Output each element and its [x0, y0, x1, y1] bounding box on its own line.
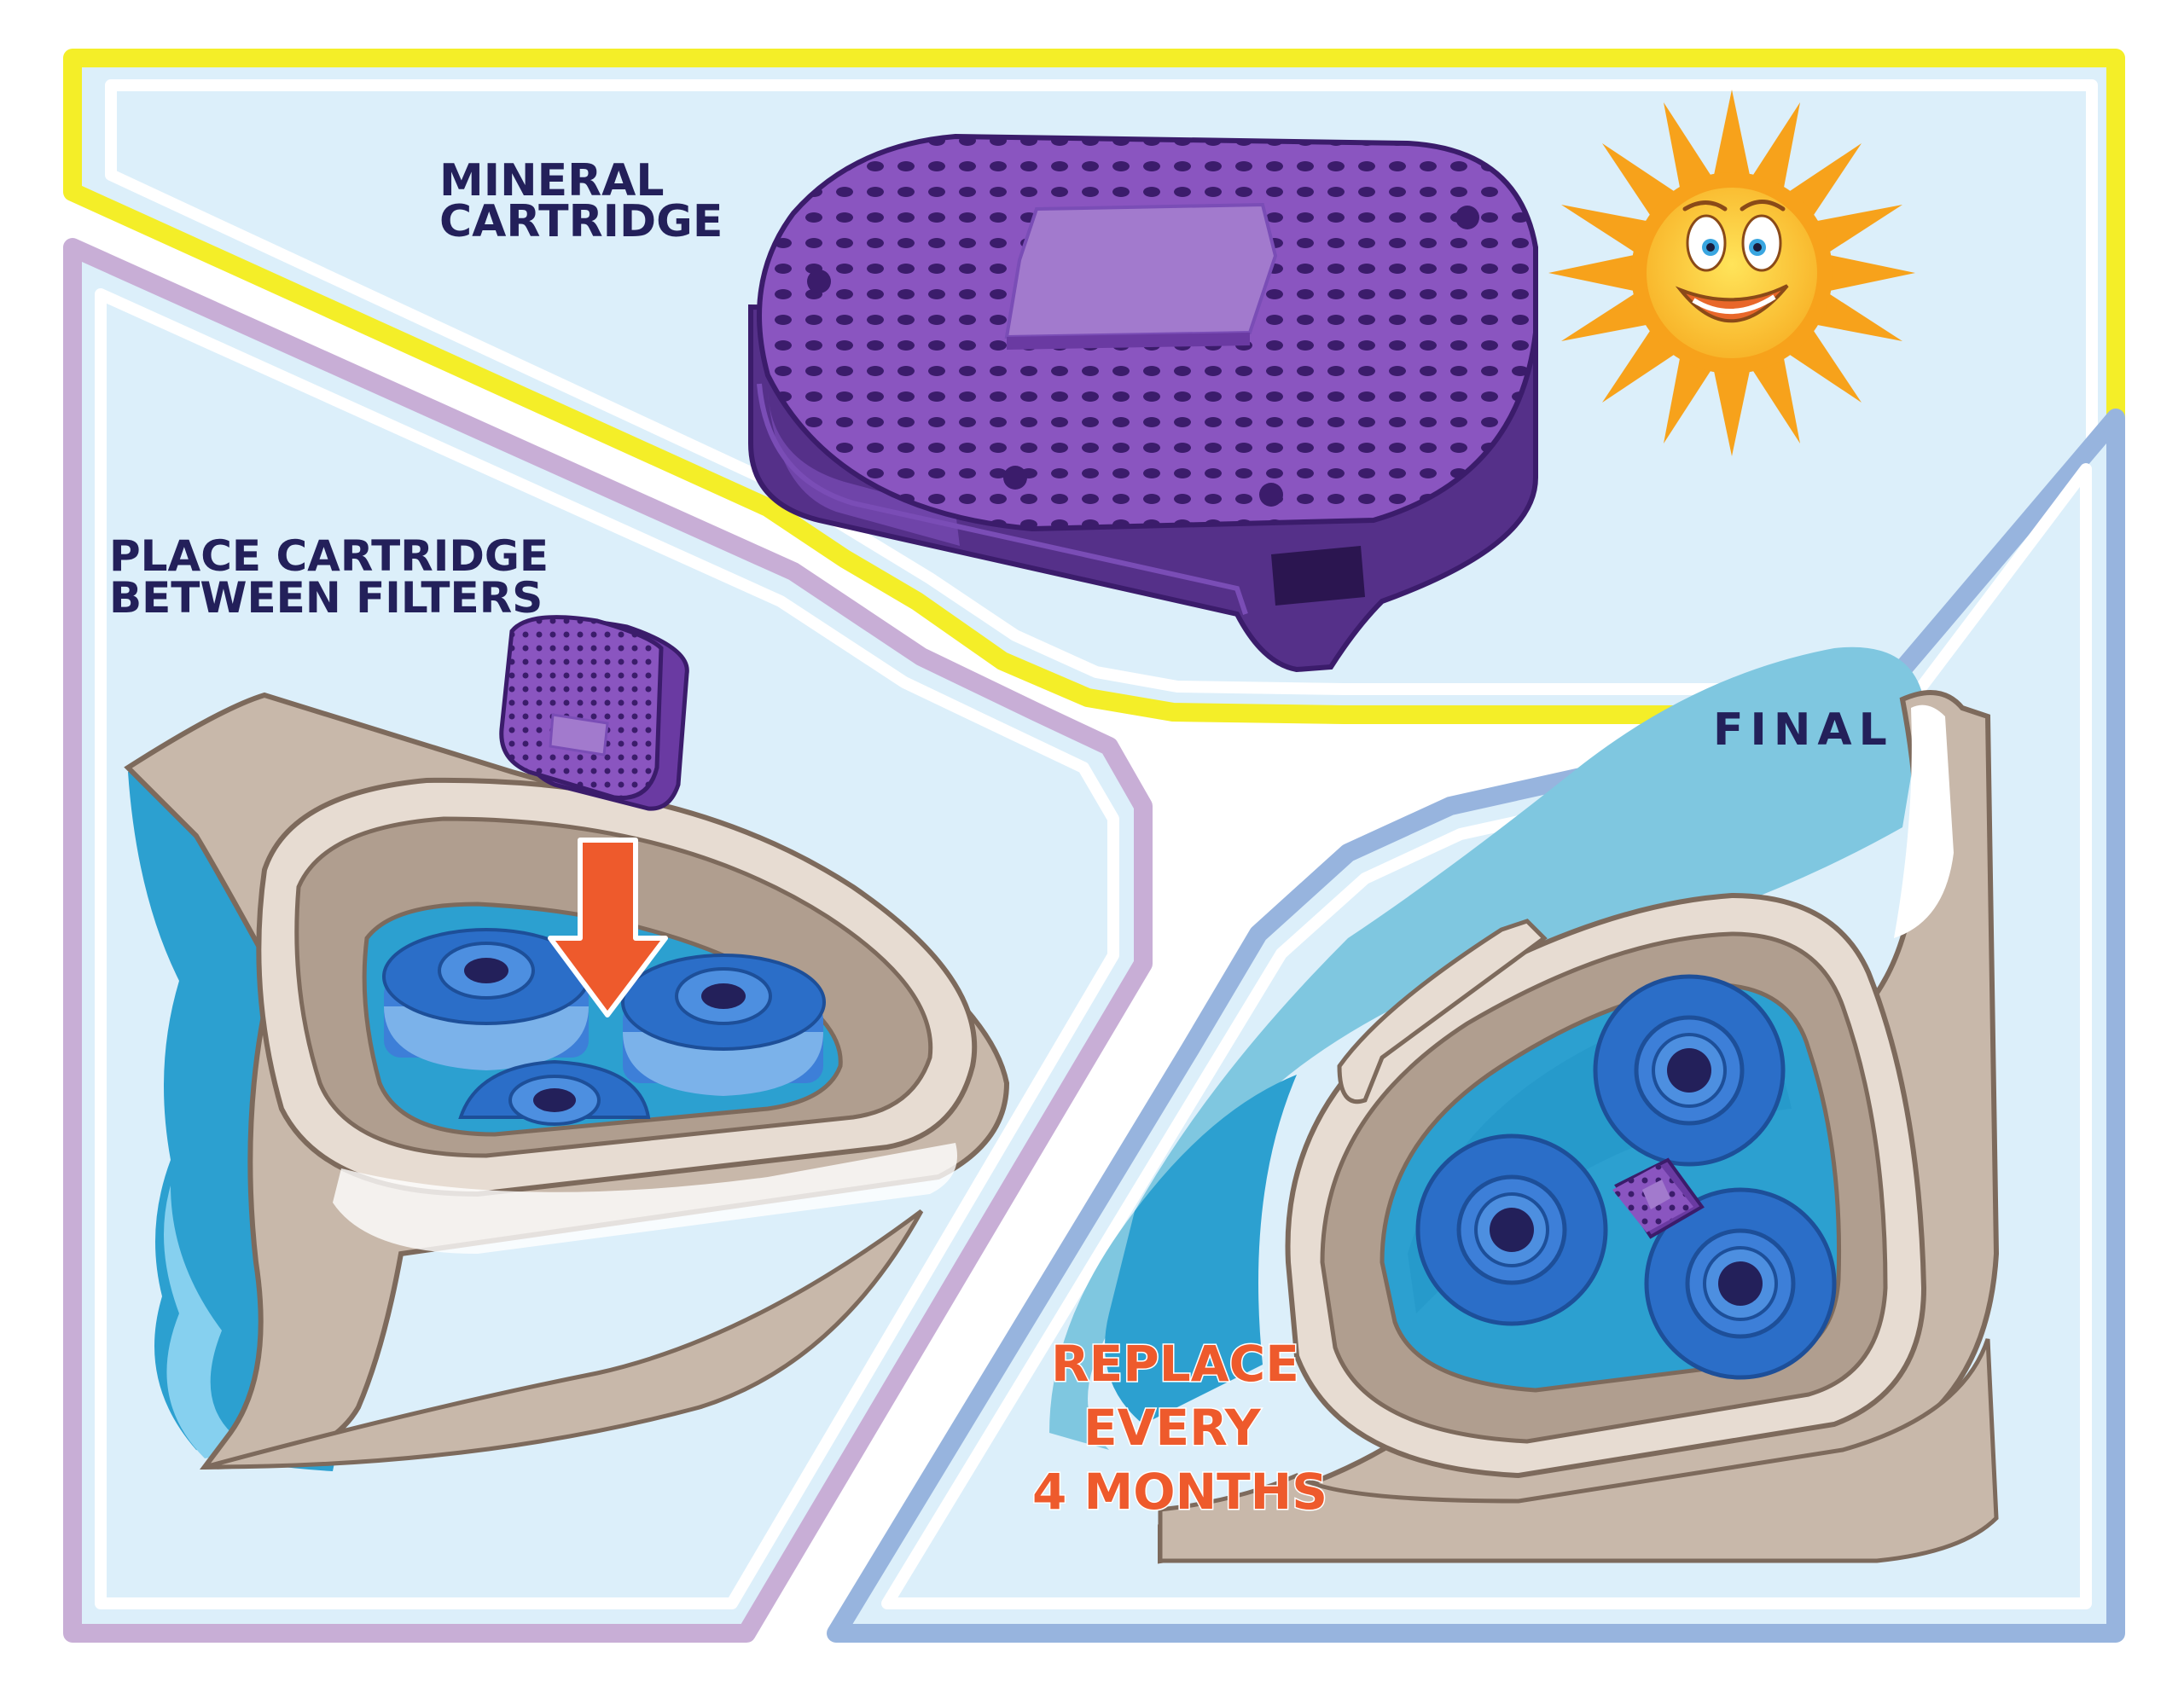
- label-place-cartridge-line2: BETWEEN FILTERS: [109, 573, 543, 623]
- sun-icon: [1548, 90, 1915, 456]
- placed-cartridge-icon: [1612, 1157, 1705, 1239]
- mineral-cartridge-icon: [748, 133, 1538, 673]
- label-replace-line2: EVERY: [1083, 1399, 1263, 1457]
- arrow-down-icon: [548, 838, 668, 1017]
- label-place-cartridge-line1: PLACE CARTRIDGE: [109, 531, 549, 581]
- label-replace-line3: 4 MONTHS: [1031, 1463, 1329, 1521]
- label-replace-line1: REPLACE: [1050, 1335, 1301, 1393]
- filter-icon: [382, 928, 826, 1126]
- small-cartridge-icon: [499, 615, 689, 811]
- label-mineral-cartridge-line1: MINERAL: [439, 155, 665, 206]
- label-mineral-cartridge-line2: CARTRIDGE: [439, 196, 723, 247]
- label-final: FINAL: [1713, 704, 1894, 756]
- filter-final-icon: [1415, 974, 1837, 1380]
